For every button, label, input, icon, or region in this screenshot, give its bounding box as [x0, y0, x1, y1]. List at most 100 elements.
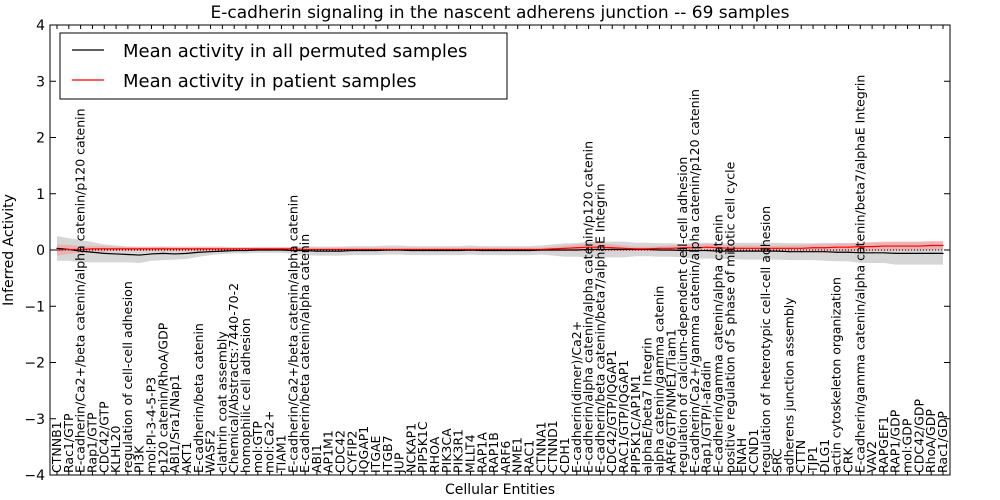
point-series-1: [339, 248, 342, 251]
x-tick-label: ENAH: [734, 438, 749, 473]
point-series-0: [375, 249, 377, 252]
x-tick-label: CYFIP2: [344, 430, 359, 473]
point-series-0: [174, 253, 176, 255]
point-series-1: [682, 247, 684, 249]
x-tick-label: p120 catenin/RhoA/GDP: [155, 322, 170, 473]
x-tick-label: NCKAP1: [403, 423, 418, 473]
point-series-0: [150, 253, 153, 255]
y-tick-label: 2: [36, 131, 45, 147]
point-series-1: [552, 248, 554, 250]
point-series-1: [375, 248, 377, 251]
point-series-1: [753, 247, 755, 249]
point-series-1: [883, 245, 885, 247]
x-tick-label: ARF6/GTP/NME1/Tiam1: [663, 329, 678, 473]
x-tick-label: E-cadherin/beta catenin: [191, 323, 206, 473]
x-tick-label: RAC1: [522, 440, 537, 473]
x-tick-label: ABI1/Sra1/Nap1: [167, 374, 182, 473]
x-tick-label: IQGAP1: [356, 426, 371, 473]
point-series-0: [729, 250, 731, 252]
point-series-0: [328, 250, 330, 252]
x-tick-label: mol:PI-3-4-5-P3: [144, 377, 159, 473]
point-series-0: [351, 249, 353, 252]
y-tick-label: −1: [24, 299, 45, 315]
point-series-1: [162, 248, 164, 250]
point-series-0: [599, 248, 602, 251]
point-series-0: [836, 251, 838, 253]
point-series-1: [670, 247, 672, 249]
legend-label-permuted: Mean activity in all permuted samples: [123, 41, 467, 62]
x-tick-label: RAP1B: [486, 432, 501, 473]
point-series-1: [103, 248, 105, 250]
point-series-1: [859, 246, 861, 248]
x-tick-label: NME1: [510, 437, 525, 473]
x-tick-label: CDC42/GDP: [911, 398, 926, 473]
point-series-0: [139, 254, 141, 256]
point-series-1: [209, 248, 212, 250]
point-series-1: [150, 248, 153, 250]
point-series-1: [658, 247, 661, 249]
x-tick-label: actin cytoskeleton organization: [829, 277, 844, 473]
point-series-1: [788, 247, 791, 249]
x-tick-label: CCND1: [746, 429, 761, 473]
x-tick-label: AKT1: [179, 442, 194, 473]
x-tick-label: CTNNB1: [49, 421, 64, 473]
x-tick-label: ARF6: [498, 441, 513, 473]
x-tick-label: E-cadherin(dimer)/Ca2+: [569, 321, 584, 473]
point-series-0: [930, 252, 932, 254]
point-series-1: [528, 248, 531, 251]
band-series-1: [57, 241, 943, 256]
point-series-1: [91, 248, 94, 250]
point-series-1: [245, 248, 247, 250]
point-series-0: [410, 249, 412, 252]
point-series-1: [635, 248, 637, 250]
point-series-0: [209, 251, 212, 253]
point-series-0: [765, 250, 767, 252]
y-tick-label: −2: [24, 356, 45, 372]
x-tick-label: homophilic cell adhesion: [238, 318, 253, 473]
point-series-0: [186, 252, 188, 254]
point-series-0: [127, 253, 129, 256]
x-tick-label: RAPGEF1: [876, 416, 891, 473]
y-tick-label: 3: [36, 74, 45, 90]
point-series-1: [906, 245, 909, 247]
point-series-1: [599, 246, 602, 248]
point-series-0: [824, 251, 826, 253]
point-series-0: [942, 252, 944, 254]
x-tick-label: PIK3R1: [451, 429, 466, 473]
x-tick-label: alpha catenin/gamma catenin: [651, 286, 666, 473]
x-tick-label: RHOA: [427, 436, 442, 473]
x-axis-label: Cellular Entities: [445, 482, 555, 498]
x-tick-label: WASF2: [203, 430, 218, 473]
x-tick-label: mol:GTP: [250, 421, 265, 473]
x-tick-label: positive regulation of S phase of mitoti…: [722, 161, 737, 473]
point-series-0: [103, 252, 105, 254]
x-tick-label: CTNND1: [545, 420, 560, 473]
chart-title: E-cadherin signaling in the nascent adhe…: [211, 3, 790, 23]
x-tick-label: E-cadherin/Ca2+/beta catenin/alpha caten…: [73, 108, 88, 473]
point-series-1: [410, 248, 412, 251]
x-tick-label: RAC1/GTP/IQGAP1: [616, 360, 631, 473]
point-series-1: [694, 247, 696, 249]
point-series-0: [777, 250, 779, 252]
point-series-1: [824, 247, 826, 249]
point-series-1: [765, 247, 767, 249]
x-tick-label: E-cadherin/Ca2+/gamma catenin/alpha cate…: [687, 89, 702, 473]
point-series-1: [623, 247, 625, 249]
point-series-0: [564, 249, 566, 251]
x-tick-label: ITGB7: [380, 435, 395, 473]
point-series-1: [127, 248, 129, 250]
point-series-1: [351, 248, 353, 251]
point-series-1: [611, 247, 613, 249]
x-tick-label: CDC42/GTP/IQGAP1: [604, 350, 619, 473]
x-tick-label: CRK: [840, 447, 855, 473]
point-series-1: [871, 246, 873, 248]
x-tick-label: regulation of heterotypic cell-cell adhe…: [758, 206, 773, 473]
y-axis-label: Inferred Activity: [1, 194, 17, 306]
point-series-1: [564, 247, 566, 249]
x-tick-label: Rac1/GTP: [61, 413, 76, 473]
x-tick-label: adherens junction assembly: [781, 297, 796, 473]
point-series-0: [339, 250, 342, 252]
point-series-1: [836, 246, 838, 248]
point-series-0: [871, 252, 873, 254]
